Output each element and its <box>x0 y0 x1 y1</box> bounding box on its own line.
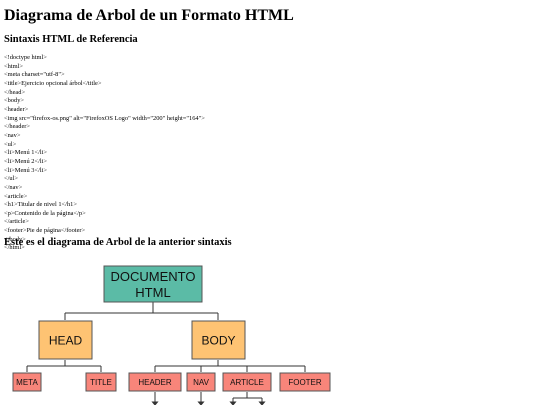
code-line: </ul> <box>4 175 18 183</box>
node-documento-html-line2: HTML <box>135 285 170 300</box>
node-documento-html: DOCUMENTO HTML <box>103 265 203 303</box>
node-documento-html-line1: DOCUMENTO <box>111 269 196 284</box>
code-line: <img src="firefox-os.png" alt="FirefoxOS… <box>4 114 205 122</box>
arrow-head <box>229 401 237 405</box>
node-header: HEADER <box>128 372 182 392</box>
code-line: <ul> <box>4 140 17 148</box>
code-line: <article> <box>4 192 28 200</box>
syntax-heading: Sintaxis HTML de Referencia <box>4 34 138 45</box>
code-line: <meta charset="utf-8"> <box>4 71 65 79</box>
arrow-head <box>197 401 205 405</box>
node-article: ARTICLE <box>222 372 272 392</box>
node-header-label: HEADER <box>138 378 172 387</box>
code-line: <body> <box>4 97 24 105</box>
node-title: TITLE <box>85 372 117 392</box>
node-footer-label: FOOTER <box>288 378 322 387</box>
code-line: <!doctype html> <box>4 54 47 61</box>
code-line: <h1>Titular de nivel 1</h1> <box>4 201 77 209</box>
code-line: </html> <box>4 244 25 252</box>
arrow-head <box>151 401 159 405</box>
code-line: </header> <box>4 123 31 131</box>
code-line: </article> <box>4 218 29 226</box>
code-line: <li>Menú 3</li> <box>4 166 47 174</box>
node-meta-label: META <box>16 378 38 387</box>
node-body: BODY <box>191 320 246 360</box>
node-footer: FOOTER <box>279 372 331 392</box>
tree-connectors <box>26 302 306 372</box>
code-line: </body> <box>4 235 26 243</box>
code-listing: <!doctype html> <html> <meta charset="ut… <box>4 54 205 253</box>
node-meta: META <box>12 372 42 392</box>
diagram-heading: Este es el diagrama de Arbol de la anter… <box>4 237 232 248</box>
code-line: <title>Ejercicio opcional árbol</title> <box>4 79 102 87</box>
node-head: HEAD <box>38 320 93 360</box>
code-line: <header> <box>4 105 29 113</box>
tree-arrows <box>151 392 266 405</box>
code-line: </head> <box>4 88 26 96</box>
node-head-label: HEAD <box>49 334 83 348</box>
node-title-label: TITLE <box>90 378 112 387</box>
code-line: <html> <box>4 62 23 70</box>
code-line: <p>Contenido de la página</p> <box>4 209 86 217</box>
arrow-head <box>258 401 266 405</box>
node-nav: NAV <box>186 372 216 392</box>
code-line: <nav> <box>4 131 21 139</box>
code-line: <li>Menú 2</li> <box>4 157 47 165</box>
node-article-label: ARTICLE <box>230 378 264 387</box>
code-line: <footer>Pie de página</footer> <box>4 227 86 235</box>
node-body-label: BODY <box>201 334 235 348</box>
node-nav-label: NAV <box>193 378 210 387</box>
code-line: <li>Menú 1</li> <box>4 149 47 157</box>
code-line: </nav> <box>4 183 23 191</box>
page-title: Diagrama de Arbol de un Formato HTML <box>4 7 294 24</box>
